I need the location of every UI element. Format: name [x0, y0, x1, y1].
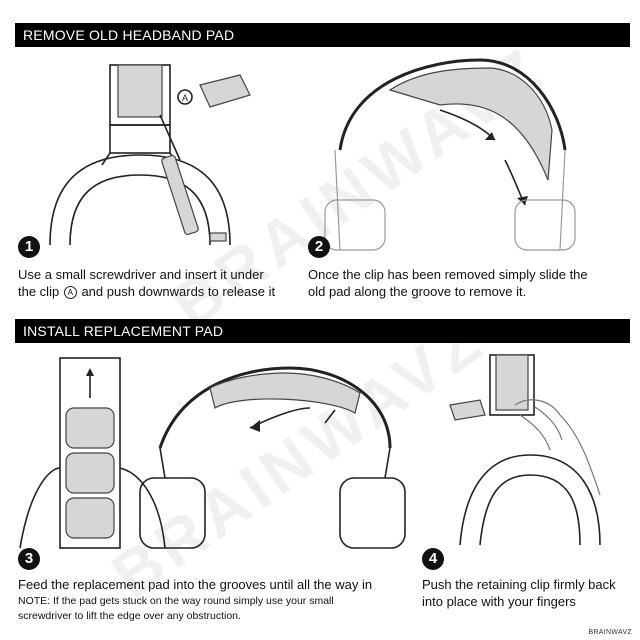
- step-4-caption: Push the retaining clip firmly back into…: [422, 576, 616, 610]
- step-4-line-2: into place with your fingers: [422, 594, 576, 609]
- step-3-caption: Feed the replacement pad into the groove…: [18, 576, 372, 593]
- step-2-line-1: Once the clip has been removed simply sl…: [308, 267, 588, 282]
- step-2-number: 2: [308, 236, 330, 258]
- step-3-note: NOTE: If the pad gets stuck on the way r…: [18, 594, 334, 624]
- headphones-icon: [324, 149, 576, 251]
- headband: [338, 58, 567, 181]
- step-1-line-2a: the clip: [18, 284, 60, 299]
- headband-arm: [101, 64, 179, 166]
- step-4-illustration: [449, 354, 601, 546]
- step-2-illustration: [324, 58, 576, 251]
- brand-logo: BRAINWAVZ: [588, 629, 632, 636]
- hand-icon: [514, 399, 601, 496]
- step-3-number: 3: [18, 548, 40, 570]
- headphones-icon-3: [139, 447, 406, 549]
- step-2-line-2: old pad along the groove to remove it.: [308, 284, 527, 299]
- step-3-illustration: [19, 357, 406, 549]
- screwdriver-icon: [159, 114, 227, 242]
- step-4-line-1: Push the retaining clip firmly back: [422, 577, 616, 592]
- step-1-number: 1: [18, 236, 40, 258]
- earcup: [49, 154, 231, 246]
- step-3-note-line-1: NOTE: If the pad gets stuck on the way r…: [18, 595, 334, 607]
- step-1-line-2b: and push downwards to release it: [81, 284, 276, 299]
- clip-label: A: [182, 93, 188, 103]
- headband-arm-feed: [19, 357, 166, 549]
- step-2-caption: Once the clip has been removed simply sl…: [308, 266, 588, 300]
- step-3-line-1: Feed the replacement pad into the groove…: [18, 577, 373, 592]
- headband-arm-4: [449, 354, 601, 546]
- headband-arc: [158, 366, 392, 449]
- step-1-illustration: A: [49, 64, 251, 246]
- headband-clip-icon: A: [177, 74, 251, 108]
- step-3-note-line-2: screwdriver to lift the edge over any ob…: [18, 610, 241, 622]
- clip-marker-icon: A: [63, 286, 77, 299]
- step-4-number: 4: [422, 548, 444, 570]
- step-1-caption: Use a small screwdriver and insert it un…: [18, 266, 275, 300]
- remove-section-title: REMOVE OLD HEADBAND PAD: [15, 23, 630, 47]
- install-section-title: INSTALL REPLACEMENT PAD: [15, 319, 630, 343]
- step-1-line-2: the clip A and push downwards to release…: [18, 283, 275, 300]
- step-1-line-1: Use a small screwdriver and insert it un…: [18, 267, 264, 282]
